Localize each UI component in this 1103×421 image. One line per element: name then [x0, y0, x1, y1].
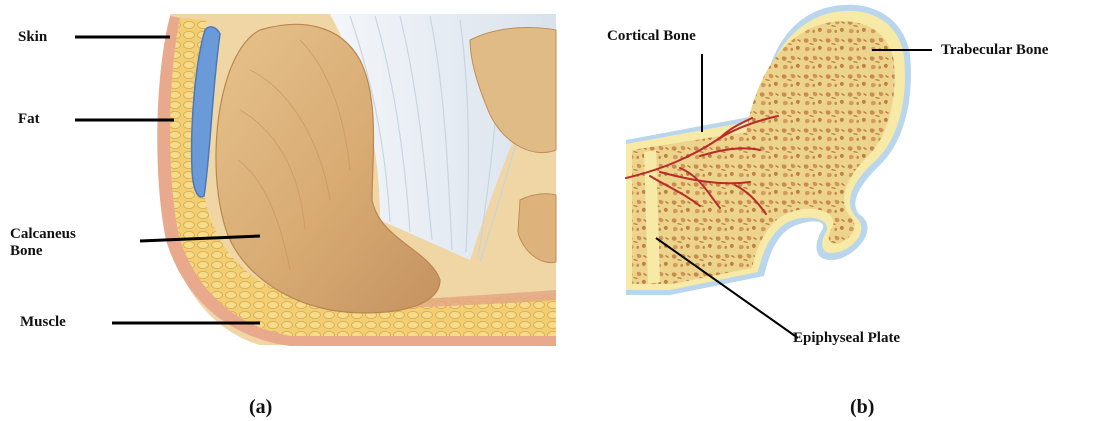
label-fat: Fat [18, 111, 40, 128]
label-skin: Skin [18, 29, 47, 46]
heel-illustration [0, 0, 560, 421]
panel-b-bone-structure: Cortical Bone Trabecular Bone Epiphyseal… [560, 0, 1103, 421]
label-cortical-bone: Cortical Bone [607, 28, 696, 45]
caption-a: (a) [249, 396, 272, 419]
label-calcaneus-bone: Calcaneus Bone [10, 226, 76, 261]
bone-illustration [560, 0, 1103, 421]
label-calcaneus-line1: Calcaneus [10, 226, 76, 243]
label-epiphyseal-plate: Epiphyseal Plate [793, 330, 900, 347]
caption-b: (b) [850, 396, 874, 419]
label-calcaneus-line2: Bone [10, 243, 76, 260]
panel-a-heel-anatomy: Skin Fat Calcaneus Bone Muscle (a) [0, 0, 560, 421]
label-muscle: Muscle [20, 314, 66, 331]
label-trabecular-bone: Trabecular Bone [941, 42, 1048, 59]
